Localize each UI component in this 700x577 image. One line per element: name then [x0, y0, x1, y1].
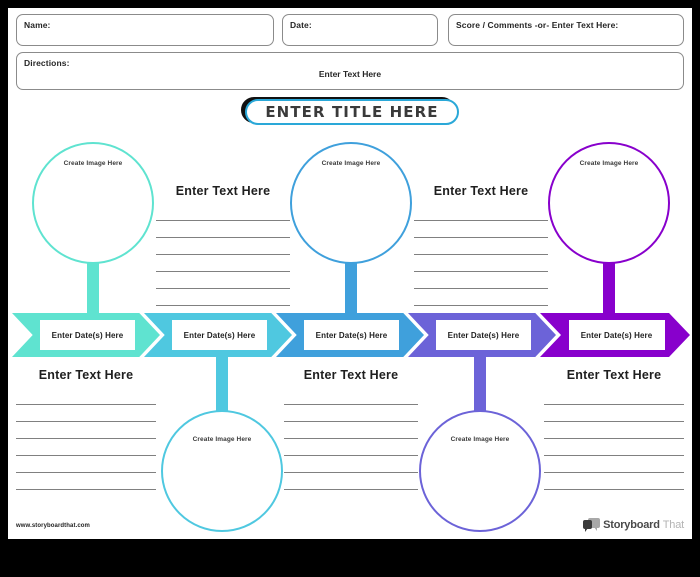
text-block-heading: Enter Text Here	[433, 184, 529, 198]
image-circle-step-1[interactable]: Create Image Here	[32, 142, 154, 264]
image-placeholder-label: Create Image Here	[579, 160, 639, 167]
date-label: Enter Date(s) Here	[447, 330, 520, 340]
stem-step-4	[474, 354, 486, 412]
write-line[interactable]	[16, 388, 156, 405]
timeline-step-3[interactable]: Enter Date(s) Here	[276, 313, 424, 357]
write-line[interactable]	[156, 255, 290, 272]
logo-primary-text: Storyboard	[603, 519, 660, 531]
image-circle-step-3[interactable]: Create Image Here	[290, 142, 412, 264]
write-line[interactable]	[284, 456, 418, 473]
date-label: Enter Date(s) Here	[51, 330, 124, 340]
date-box-step-5[interactable]: Enter Date(s) Here	[568, 320, 665, 350]
timeline-step-2[interactable]: Enter Date(s) Here	[144, 313, 292, 357]
image-placeholder-label: Create Image Here	[63, 160, 123, 167]
worksheet-canvas: Name: Date: Score / Comments -or- Enter …	[8, 8, 692, 539]
write-line[interactable]	[156, 272, 290, 289]
speech-bubble-icon	[583, 518, 601, 532]
write-line[interactable]	[544, 405, 684, 422]
write-line[interactable]	[284, 388, 418, 405]
stem-step-5	[603, 258, 615, 316]
stem-step-2	[216, 354, 228, 412]
text-block-heading: Enter Text Here	[38, 368, 134, 382]
storyboardthat-logo: Storyboard That	[583, 516, 684, 534]
image-circle-step-4[interactable]: Create Image Here	[419, 410, 541, 532]
write-line[interactable]	[414, 238, 548, 255]
date-field-label: Date:	[290, 20, 312, 30]
image-placeholder-label: Create Image Here	[321, 160, 381, 167]
write-line[interactable]	[16, 473, 156, 490]
write-line[interactable]	[544, 422, 684, 439]
image-circle-step-5[interactable]: Create Image Here	[548, 142, 670, 264]
name-field-label: Name:	[24, 20, 51, 30]
timeline-step-1[interactable]: Enter Date(s) Here	[12, 313, 160, 357]
write-line[interactable]	[414, 204, 548, 221]
date-field[interactable]: Date:	[282, 14, 438, 46]
page-title: ENTER TITLE HERE	[265, 103, 439, 121]
name-field[interactable]: Name:	[16, 14, 274, 46]
write-line[interactable]	[16, 456, 156, 473]
text-block-heading: Enter Text Here	[566, 368, 662, 382]
write-line[interactable]	[414, 272, 548, 289]
write-line[interactable]	[156, 238, 290, 255]
write-line[interactable]	[156, 204, 290, 221]
title-banner[interactable]: ENTER TITLE HERE	[241, 97, 459, 125]
logo-secondary-text: That	[662, 519, 684, 531]
write-line[interactable]	[414, 255, 548, 272]
timeline-step-4[interactable]: Enter Date(s) Here	[408, 313, 556, 357]
directions-label: Directions:	[24, 58, 70, 68]
date-label: Enter Date(s) Here	[315, 330, 388, 340]
image-placeholder-label: Create Image Here	[450, 436, 510, 443]
date-label: Enter Date(s) Here	[183, 330, 256, 340]
write-line[interactable]	[284, 422, 418, 439]
text-block-top-1[interactable]: Enter Text Here	[156, 184, 290, 306]
image-placeholder-label: Create Image Here	[192, 436, 252, 443]
score-comments-label: Score / Comments -or- Enter Text Here:	[456, 20, 619, 30]
timeline-step-5[interactable]: Enter Date(s) Here	[540, 313, 690, 357]
stem-step-1	[87, 258, 99, 316]
text-block-bottom-2[interactable]: Enter Text Here	[284, 368, 418, 490]
write-line[interactable]	[544, 439, 684, 456]
write-line[interactable]	[284, 439, 418, 456]
write-line[interactable]	[544, 473, 684, 490]
text-block-bottom-1[interactable]: Enter Text Here	[16, 368, 156, 490]
date-label: Enter Date(s) Here	[580, 330, 653, 340]
stem-step-3	[345, 258, 357, 316]
date-box-step-4[interactable]: Enter Date(s) Here	[436, 320, 531, 350]
write-line[interactable]	[414, 289, 548, 306]
write-line[interactable]	[284, 405, 418, 422]
date-box-step-1[interactable]: Enter Date(s) Here	[40, 320, 135, 350]
text-block-top-2[interactable]: Enter Text Here	[414, 184, 548, 306]
score-comments-field[interactable]: Score / Comments -or- Enter Text Here:	[448, 14, 684, 46]
title-pill[interactable]: ENTER TITLE HERE	[245, 99, 459, 125]
write-line[interactable]	[16, 405, 156, 422]
write-line[interactable]	[16, 422, 156, 439]
directions-value[interactable]: Enter Text Here	[318, 69, 382, 79]
write-line[interactable]	[16, 439, 156, 456]
write-line[interactable]	[284, 473, 418, 490]
date-box-step-3[interactable]: Enter Date(s) Here	[304, 320, 399, 350]
text-block-bottom-3[interactable]: Enter Text Here	[544, 368, 684, 490]
write-line[interactable]	[544, 388, 684, 405]
text-block-heading: Enter Text Here	[303, 368, 399, 382]
write-line[interactable]	[156, 289, 290, 306]
write-line[interactable]	[544, 456, 684, 473]
write-line[interactable]	[156, 221, 290, 238]
write-line[interactable]	[414, 221, 548, 238]
date-box-step-2[interactable]: Enter Date(s) Here	[172, 320, 267, 350]
image-circle-step-2[interactable]: Create Image Here	[161, 410, 283, 532]
site-url: www.storyboardthat.com	[16, 523, 90, 529]
directions-field[interactable]: Directions: Enter Text Here	[16, 52, 684, 90]
timeline-arrow-row: Enter Date(s) Here Enter Date(s) Here En…	[8, 313, 692, 357]
text-block-heading: Enter Text Here	[175, 184, 271, 198]
